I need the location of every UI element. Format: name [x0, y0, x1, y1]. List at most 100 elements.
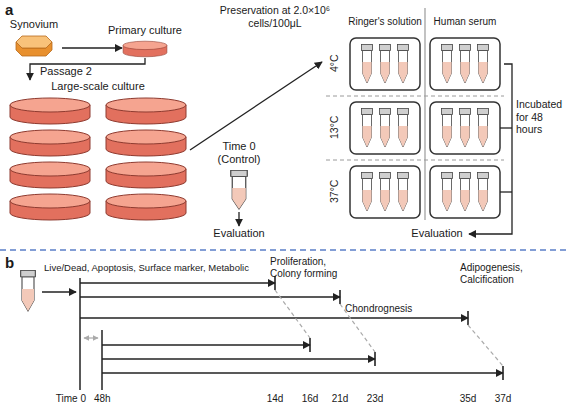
end-tick	[467, 311, 469, 325]
time-label: 16d	[295, 393, 325, 405]
synovium-shape	[14, 34, 54, 58]
sample-tube	[231, 171, 248, 210]
culture-dish	[106, 98, 186, 124]
sample-tube	[398, 173, 409, 212]
sample-tube	[362, 109, 373, 148]
edge-label: Incubated for 48 hours	[516, 98, 566, 136]
assay-label: Adipogenesis, Calcification	[460, 262, 560, 286]
timeline-arrow	[80, 282, 275, 283]
collector-line	[500, 191, 512, 192]
sample-tube	[478, 109, 489, 148]
panel-letter: a	[5, 1, 19, 19]
time-label: 48h	[94, 393, 124, 405]
assay-label: Proliferation, Colony forming	[270, 256, 360, 280]
sample-tube	[380, 109, 391, 148]
hexagon-top	[16, 36, 52, 48]
culture-group: Large-scale culture	[6, 80, 190, 228]
sample-tube	[478, 45, 489, 84]
sample-tube	[380, 173, 391, 212]
sample-tube	[478, 173, 489, 212]
preservation-panel: Preservation at 2.0×10⁶ cells/100μL	[322, 34, 504, 220]
culture-dish	[10, 162, 90, 188]
assay-label: Chondrognesis	[345, 303, 425, 315]
shift-arrow	[84, 337, 98, 338]
node-label: Time 0 (Control)	[208, 140, 270, 166]
end-tick	[502, 366, 504, 380]
node-label: Preservation at 2.0×10⁶ cells/100μL	[200, 4, 350, 29]
node-label: Primary culture	[82, 24, 208, 37]
temperature-label: 4°C	[328, 43, 341, 83]
sample-tube	[398, 45, 409, 84]
node-label: Large-scale culture	[6, 80, 190, 93]
shift-guide	[275, 290, 310, 338]
culture-dish: Primary culture	[122, 40, 168, 58]
culture-dish	[123, 41, 167, 57]
timeline-arrow	[102, 344, 310, 345]
sample-box	[350, 166, 420, 218]
connector-arrow	[469, 64, 512, 234]
timeline-arrow	[102, 358, 375, 359]
sample-tube	[460, 173, 471, 212]
time-label: Time 0	[36, 393, 86, 405]
node-label: Evaluation	[405, 227, 469, 240]
panel-letter: b	[5, 254, 19, 272]
evaluation-step: Evaluation	[405, 226, 469, 242]
temperature-label: 37°C	[328, 171, 341, 211]
time-label: 21d	[325, 393, 355, 405]
end-tick	[374, 352, 376, 366]
column-header: Ringer's solution	[345, 16, 425, 28]
collector-line	[500, 127, 512, 128]
culture-dish	[106, 194, 186, 220]
sample-tube	[442, 109, 453, 148]
end-tick	[309, 338, 311, 352]
time-label: 23d	[360, 393, 390, 405]
timeline-arrow	[80, 317, 468, 318]
sample-tube	[362, 45, 373, 84]
time-label: 37d	[488, 393, 518, 405]
sample-tube	[380, 45, 391, 84]
control-tube: Time 0 (Control)	[208, 140, 270, 212]
timeline-arrow	[80, 296, 340, 297]
connector-arrow	[238, 212, 239, 226]
culture-dish	[10, 98, 90, 124]
row-divider	[326, 160, 504, 161]
tube-shape	[230, 170, 248, 210]
culture-dish	[10, 194, 90, 220]
sample-tube	[442, 45, 453, 84]
dish-shape	[122, 40, 168, 58]
culture-dish	[106, 162, 186, 188]
sample-tube	[21, 271, 36, 311]
sample-box	[350, 38, 420, 90]
column-divider	[424, 8, 425, 220]
connector-arrow	[190, 62, 322, 150]
end-tick	[339, 290, 341, 304]
evaluation-step: Evaluation	[205, 226, 273, 242]
temperature-label: 13°C	[328, 107, 341, 147]
sample-box	[430, 166, 500, 218]
node-label: Synovium	[6, 18, 62, 31]
edge-label: Passage 2	[40, 65, 110, 78]
connector-arrow	[30, 58, 145, 80]
column-header: Human serum	[428, 16, 502, 28]
sample-tube	[442, 173, 453, 212]
time-axis	[79, 278, 81, 390]
node-label: Evaluation	[205, 227, 273, 240]
sample-tube	[460, 109, 471, 148]
sample-box	[430, 102, 500, 154]
culture-dish	[10, 130, 90, 156]
sample-tube	[398, 109, 409, 148]
timeline-arrow	[102, 372, 503, 373]
time-axis	[101, 330, 103, 390]
time-label: 35d	[453, 393, 483, 405]
tissue-source: Synovium	[6, 18, 62, 60]
assay-label: Live/Dead, Apoptosis, Surface marker, Me…	[44, 262, 268, 273]
sample-box	[430, 38, 500, 90]
shift-guide	[468, 325, 503, 366]
timeline-arrow	[42, 291, 76, 292]
sample-tube	[460, 45, 471, 84]
time-label: 14d	[260, 393, 290, 405]
culture-dish	[106, 130, 186, 156]
